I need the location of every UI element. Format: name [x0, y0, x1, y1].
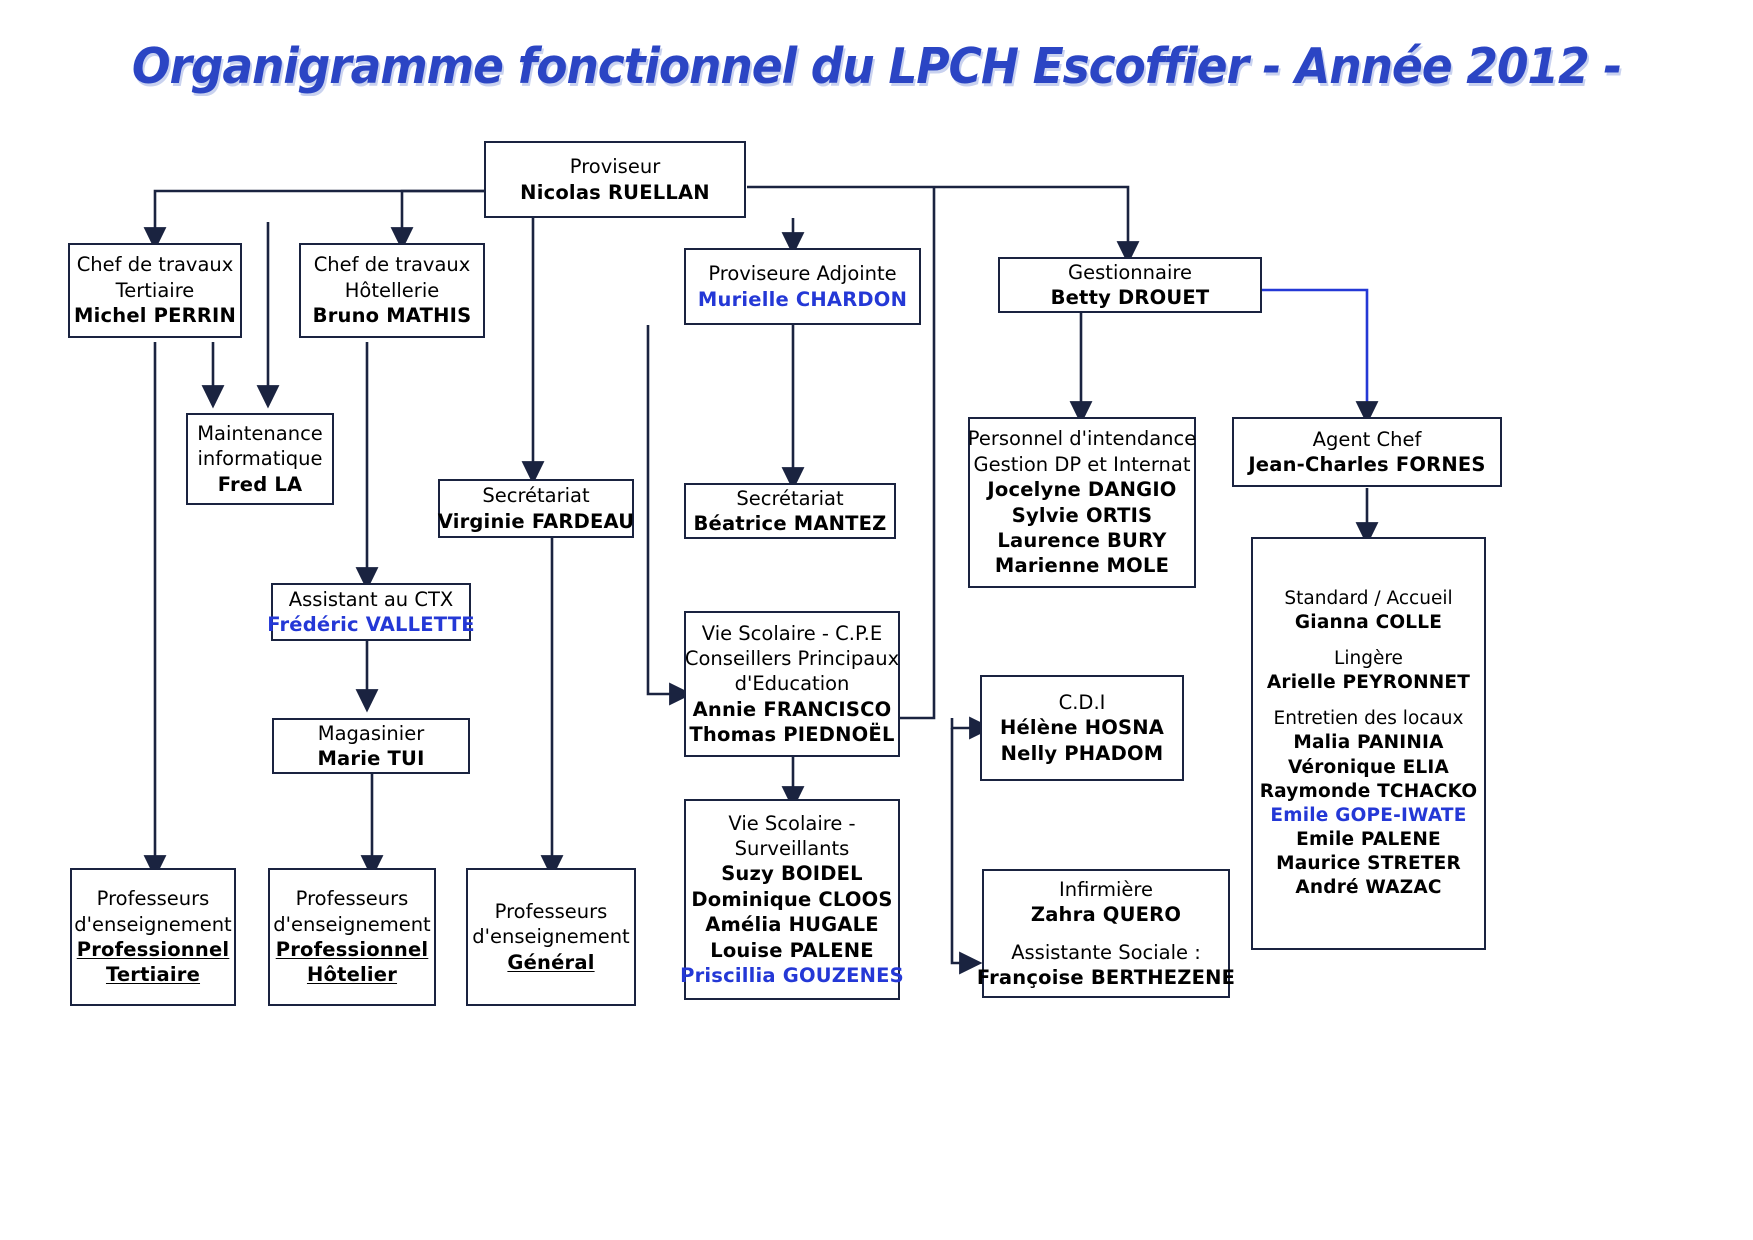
assistante-sociale-name: Françoise BERTHEZENE: [976, 965, 1236, 989]
ct-hotellerie-name: Bruno MATHIS: [312, 304, 472, 328]
entretien-name-5: André WAZAC: [1295, 876, 1442, 898]
node-chef-travaux-hotellerie[interactable]: Chef de travaux Hôtellerie Bruno MATHIS: [299, 243, 485, 338]
standard-accueil-role: Standard / Accueil: [1284, 588, 1453, 610]
secretariat-pa-role: Secrétariat: [736, 486, 844, 510]
cpe-role1: Vie Scolaire - C.P.E: [701, 621, 883, 645]
prof-hotelier-l4: Hôtelier: [306, 963, 398, 987]
node-cdi[interactable]: C.D.I Hélène HOSNA Nelly PHADOM: [980, 675, 1184, 781]
infirmiere-role: Infirmière: [1058, 877, 1154, 901]
assistant-ctx-role: Assistant au CTX: [288, 587, 454, 611]
node-sante-social[interactable]: Infirmière Zahra QUERO Assistante Social…: [977, 869, 1235, 998]
surveillants-name-0: Suzy BOIDEL: [721, 862, 863, 886]
surveillants-name-2: Amélia HUGALE: [705, 913, 879, 937]
ct-tertiaire-role1: Chef de travaux: [76, 253, 234, 277]
cdi-name-1: Nelly PHADOM: [1000, 741, 1164, 765]
ct-tertiaire-role2: Tertiaire: [115, 278, 195, 302]
prof-hotelier-l2: d'enseignement: [273, 912, 431, 936]
prof-tertiaire-l1: Professeurs: [96, 887, 210, 911]
entretien-name-0: Malia PANINIA: [1293, 732, 1444, 754]
surveillants-role2: Surveillants: [734, 837, 850, 861]
ct-tertiaire-name: Michel PERRIN: [73, 304, 237, 328]
prof-general-l1: Professeurs: [494, 899, 608, 923]
intendance-name-3: Marienne MOLE: [994, 554, 1170, 578]
node-proviseure-adjointe[interactable]: Proviseure Adjointe Murielle CHARDON: [684, 248, 921, 325]
prof-tertiaire-l2: d'enseignement: [74, 912, 232, 936]
prof-tertiaire-l3: Professionnel: [76, 938, 230, 961]
ct-hotellerie-role1: Chef de travaux: [313, 253, 471, 277]
lingere-role: Lingère: [1334, 648, 1403, 670]
surveillants-name-3: Louise PALENE: [710, 938, 874, 962]
entretien-name-1: Véronique ELIA: [1287, 756, 1450, 778]
proviseure-adjointe-role: Proviseure Adjointe: [708, 262, 897, 286]
magasinier-name: Marie TUI: [317, 747, 425, 770]
agent-chef-role: Agent Chef: [1312, 427, 1422, 451]
lingere-name: Arielle PEYRONNET: [1266, 672, 1471, 694]
proviseure-adjointe-name: Murielle CHARDON: [697, 287, 908, 311]
cpe-name-1: Thomas PIEDNOËL: [689, 723, 895, 747]
node-assistant-ctx[interactable]: Assistant au CTX Frédéric VALLETTE: [267, 583, 475, 641]
node-proviseur[interactable]: Proviseur Nicolas RUELLAN: [484, 141, 746, 218]
prof-hotelier-l3: Professionnel: [275, 938, 429, 961]
intendance-name-0: Jocelyne DANGIO: [987, 478, 1177, 502]
node-vie-scolaire-cpe[interactable]: Vie Scolaire - C.P.E Conseillers Princip…: [684, 611, 900, 757]
prof-hotelier-l1: Professeurs: [295, 887, 409, 911]
entretien-name-4: Maurice STRETER: [1276, 852, 1461, 874]
agent-chef-name: Jean-Charles FORNES: [1248, 453, 1486, 476]
assistante-sociale-role: Assistante Sociale :: [1011, 940, 1201, 964]
node-secretariat-proviseure-adjointe[interactable]: Secrétariat Béatrice MANTEZ: [684, 483, 896, 539]
cpe-role2: Conseillers Principaux: [684, 646, 900, 670]
proviseur-role: Proviseur: [569, 155, 661, 179]
node-professeurs-professionnel-tertiaire[interactable]: Professeurs d'enseignement Professionnel…: [70, 868, 236, 1006]
maintenance-name: Fred LA: [217, 472, 303, 496]
entretien-name-3: Emile PALENE: [1296, 828, 1441, 850]
secretariat-ct-name: Virginie FARDEAU: [437, 509, 635, 533]
intendance-name-2: Laurence BURY: [997, 528, 1167, 552]
cdi-name-0: Hélène HOSNA: [999, 716, 1165, 740]
node-agent-chef[interactable]: Agent Chef Jean-Charles FORNES: [1232, 417, 1502, 487]
prof-tertiaire-l4: Tertiaire: [105, 963, 201, 987]
surveillants-name-1: Dominique CLOOS: [691, 887, 893, 911]
surveillants-role1: Vie Scolaire -: [728, 811, 856, 835]
node-professeurs-professionnel-hotelier[interactable]: Professeurs d'enseignement Professionnel…: [268, 868, 436, 1006]
prof-general-l2: d'enseignement: [472, 925, 630, 949]
maintenance-role2: informatique: [197, 447, 323, 471]
node-gestionnaire[interactable]: Gestionnaire Betty DROUET: [998, 257, 1262, 313]
ct-hotellerie-role2: Hôtellerie: [344, 278, 440, 302]
cpe-name-0: Annie FRANCISCO: [692, 697, 892, 721]
entretien-name-blue: Emile GOPE-IWATE: [1270, 804, 1467, 826]
node-professeurs-general[interactable]: Professeurs d'enseignement Général: [466, 868, 636, 1006]
entretien-name-2: Raymonde TCHACKO: [1259, 780, 1478, 802]
node-chef-travaux-tertiaire[interactable]: Chef de travaux Tertiaire Michel PERRIN: [68, 243, 242, 338]
cpe-role3: d'Education: [734, 672, 850, 696]
entretien-role: Entretien des locaux: [1273, 708, 1464, 730]
maintenance-role1: Maintenance: [197, 421, 323, 445]
cdi-role: C.D.I: [1058, 690, 1106, 714]
node-service-general[interactable]: Standard / Accueil Gianna COLLE Lingère …: [1251, 537, 1486, 950]
prof-general-l3: Général: [507, 950, 595, 974]
standard-accueil-name: Gianna COLLE: [1294, 612, 1443, 634]
node-secretariat-chef-travaux[interactable]: Secrétariat Virginie FARDEAU: [438, 479, 634, 538]
infirmiere-name: Zahra QUERO: [1030, 903, 1182, 927]
node-vie-scolaire-surveillants[interactable]: Vie Scolaire - Surveillants Suzy BOIDEL …: [680, 799, 904, 1000]
intendance-name-1: Sylvie ORTIS: [1011, 503, 1153, 527]
secretariat-pa-name: Béatrice MANTEZ: [693, 512, 887, 535]
proviseur-name: Nicolas RUELLAN: [520, 180, 710, 204]
node-maintenance-informatique[interactable]: Maintenance informatique Fred LA: [186, 413, 334, 505]
intendance-role2: Gestion DP et Internat: [973, 452, 1191, 476]
gestionnaire-role: Gestionnaire: [1068, 260, 1192, 284]
secretariat-ct-role: Secrétariat: [482, 484, 590, 508]
node-magasinier[interactable]: Magasinier Marie TUI: [272, 718, 470, 774]
intendance-role1: Personnel d'intendance: [967, 427, 1197, 451]
page-title: Organigramme fonctionnel du LPCH Escoffi…: [131, 38, 1622, 95]
assistant-ctx-name: Frédéric VALLETTE: [267, 613, 475, 636]
gestionnaire-name: Betty DROUET: [1050, 286, 1210, 309]
surveillants-name-blue: Priscillia GOUZENES: [680, 963, 904, 987]
magasinier-role: Magasinier: [317, 721, 425, 745]
node-personnel-intendance[interactable]: Personnel d'intendance Gestion DP et Int…: [968, 417, 1196, 588]
